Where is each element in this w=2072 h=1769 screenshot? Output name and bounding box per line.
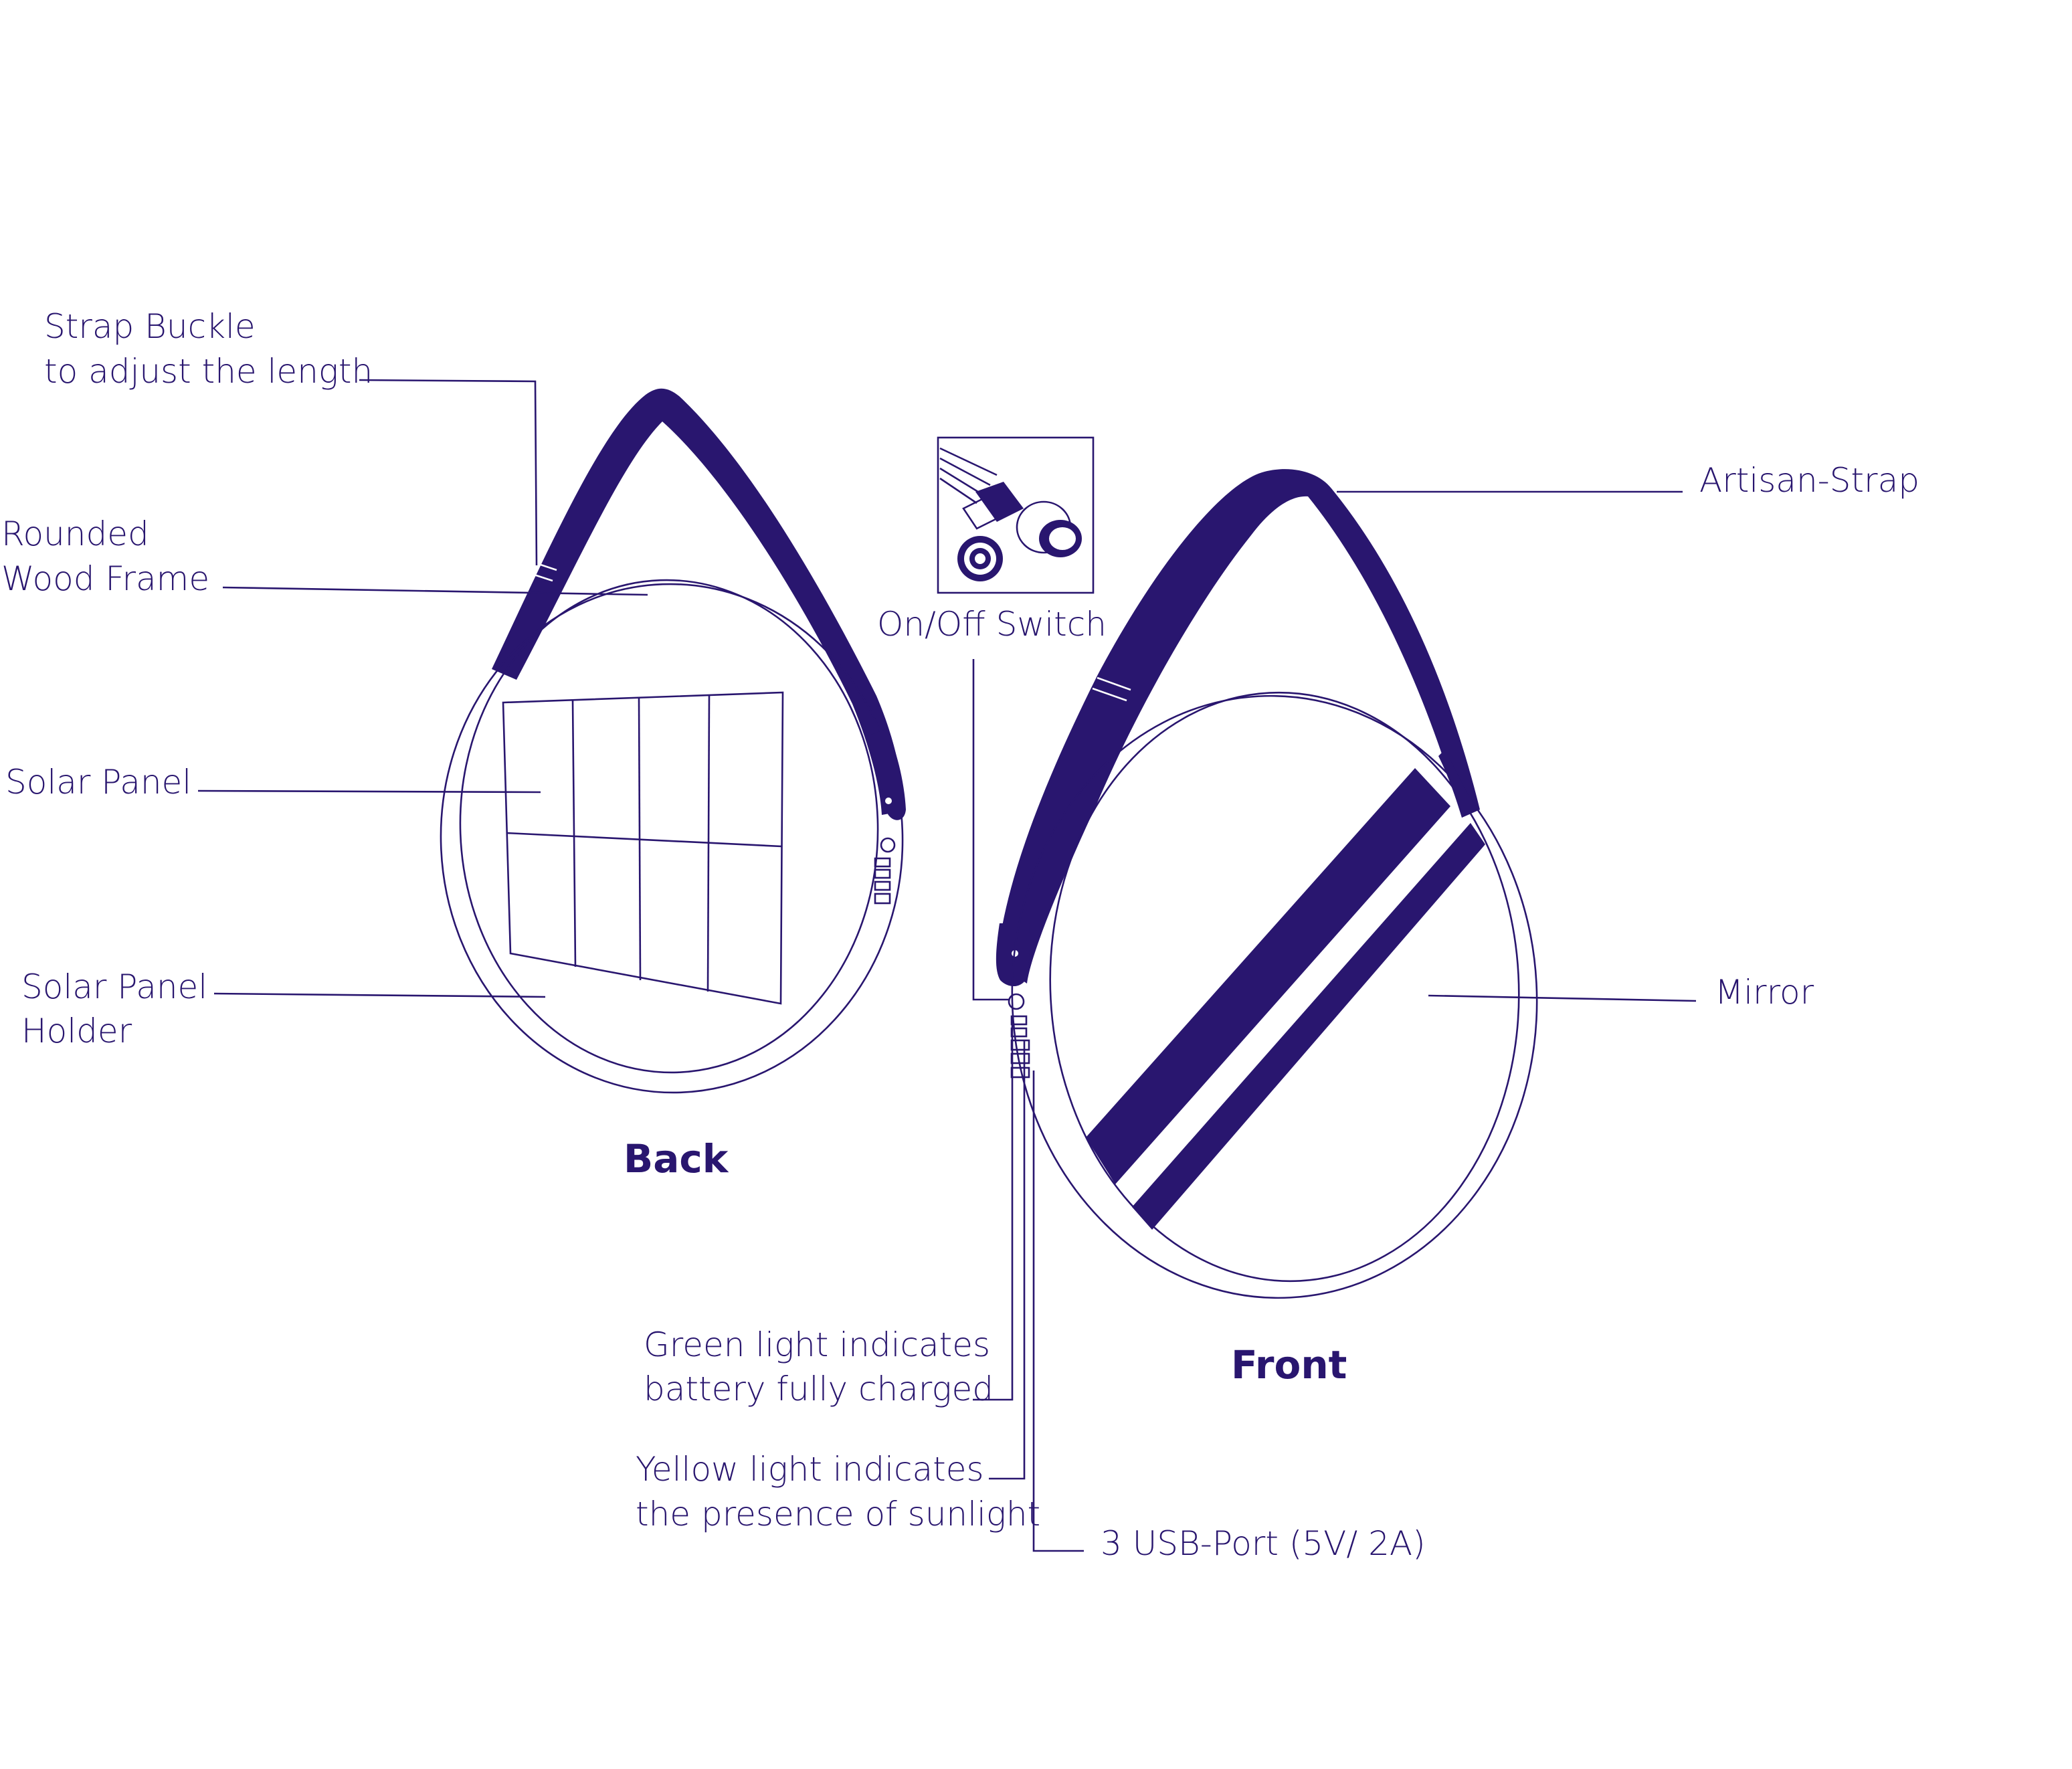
label-mirror: Mirror [1715,973,1814,1012]
front-strap [997,469,1480,984]
front-strap-buckle [1092,676,1131,702]
label-green-light-2: battery fully charged [644,1370,994,1408]
label-artisan-strap: Artisan-Strap [1699,461,1919,500]
front-frame-outer [1011,694,1538,1299]
callout-labels: Strap Buckle to adjust the length Rounde… [1,307,1919,1563]
label-solar-panel-holder-1: Solar Panel [21,967,207,1006]
label-usb-port: 3 USB-Port (5V/ 2A) [1101,1524,1426,1563]
strap-buckle [521,559,557,582]
back-frame-outer [440,583,904,1094]
back-view [440,388,906,1094]
back-strap-end [867,729,906,820]
label-solar-panel: Solar Panel [5,763,191,802]
label-green-light-1: Green light indicates [644,1325,990,1364]
mirror-reflection [1086,768,1485,1230]
front-view [996,469,1538,1299]
leader-lines [197,379,1697,1552]
label-strap-buckle-1: Strap Buckle [44,307,256,346]
label-yellow-light-2: the presence of sunlight [636,1495,1040,1533]
switch-detail-icon [937,436,1095,594]
front-mirror [1049,691,1520,1283]
label-rounded-wood-frame-1: Rounded [1,515,149,553]
view-title-front: Front [1231,1342,1347,1388]
label-on-off-switch: On/Off Switch [877,605,1107,644]
view-titles: Back Front [624,1136,1347,1388]
back-controls [874,837,896,905]
label-rounded-wood-frame-2: Wood Frame [1,559,209,598]
label-strap-buckle-2: to adjust the length [44,352,373,391]
label-yellow-light-1: Yellow light indicates [636,1450,984,1489]
back-frame-inner [459,579,879,1074]
solar-panel-grid [502,691,784,1005]
label-solar-panel-holder-2: Holder [21,1012,132,1050]
view-title-back: Back [624,1136,729,1182]
back-strap [492,388,905,815]
